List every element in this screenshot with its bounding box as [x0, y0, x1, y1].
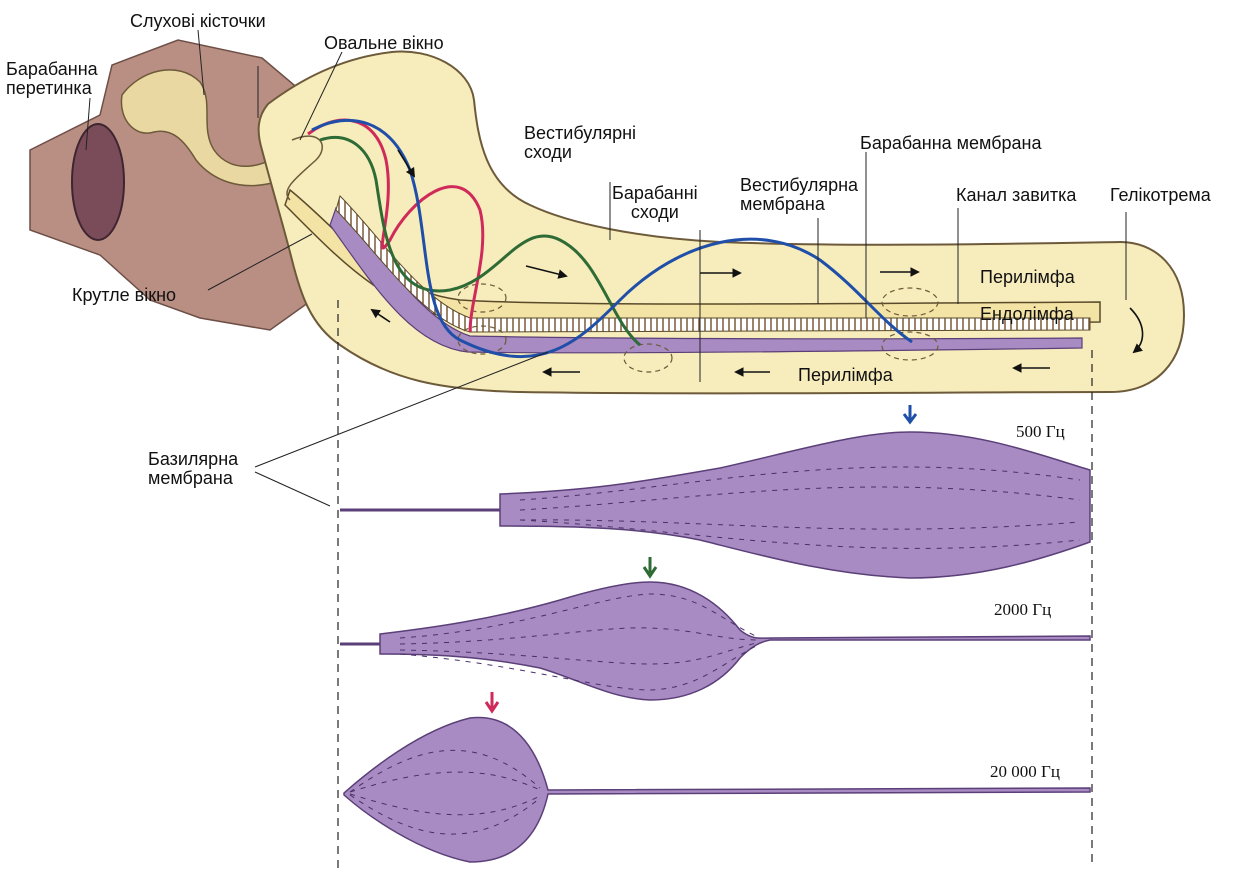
arrow-20000hz	[486, 692, 498, 711]
label-freq-2000: 2000 Гц	[994, 600, 1051, 619]
label-ossicles: Слухові кісточки	[130, 12, 266, 31]
label-eardrum: Барабанна перетинка	[6, 60, 98, 98]
membrane-profile-2000hz	[340, 582, 1090, 700]
label-eardrum-line1: Барабанна	[6, 60, 98, 79]
membrane-profile-20000hz	[344, 717, 1090, 862]
arrow-2000hz	[644, 557, 656, 576]
label-perilymph-top: Перилімфа	[980, 268, 1075, 287]
eardrum	[72, 124, 124, 240]
label-eardrum-line2: перетинка	[6, 79, 98, 98]
label-freq-500: 500 Гц	[1016, 422, 1065, 441]
label-basilar-membrane-line1: Базилярна	[148, 450, 238, 469]
label-perilymph-bottom: Перилімфа	[798, 366, 893, 385]
label-vestibular-membrane: Вестибулярна мембрана	[740, 176, 858, 214]
label-scala-tympani: Барабанні сходи	[612, 184, 698, 222]
label-scala-tympani-line2: сходи	[612, 203, 698, 222]
label-helicotrema: Гелікотрема	[1110, 186, 1211, 205]
label-vestibular-membrane-line2: мембрана	[740, 195, 858, 214]
label-scala-vestibuli-line2: сходи	[524, 143, 636, 162]
label-vestibular-membrane-line1: Вестибулярна	[740, 176, 858, 195]
label-endolymph: Ендолімфа	[980, 305, 1074, 324]
label-basilar-membrane: Базилярна мембрана	[148, 450, 238, 488]
label-round-window: Крутле вікно	[72, 286, 176, 305]
label-freq-20000: 20 000 Гц	[990, 762, 1060, 781]
arrow-500hz	[904, 405, 916, 422]
membrane-profile-500hz	[340, 432, 1090, 578]
label-scala-vestibuli-line1: Вестибулярні	[524, 124, 636, 143]
label-scala-vestibuli: Вестибулярні сходи	[524, 124, 636, 162]
label-tympanic-membrane: Барабанна мембрана	[860, 134, 1042, 153]
label-oval-window: Овальне вікно	[324, 34, 444, 53]
label-basilar-membrane-line2: мембрана	[148, 469, 238, 488]
label-cochlear-duct: Канал завитка	[956, 186, 1076, 205]
label-scala-tympani-line1: Барабанні	[612, 184, 698, 203]
